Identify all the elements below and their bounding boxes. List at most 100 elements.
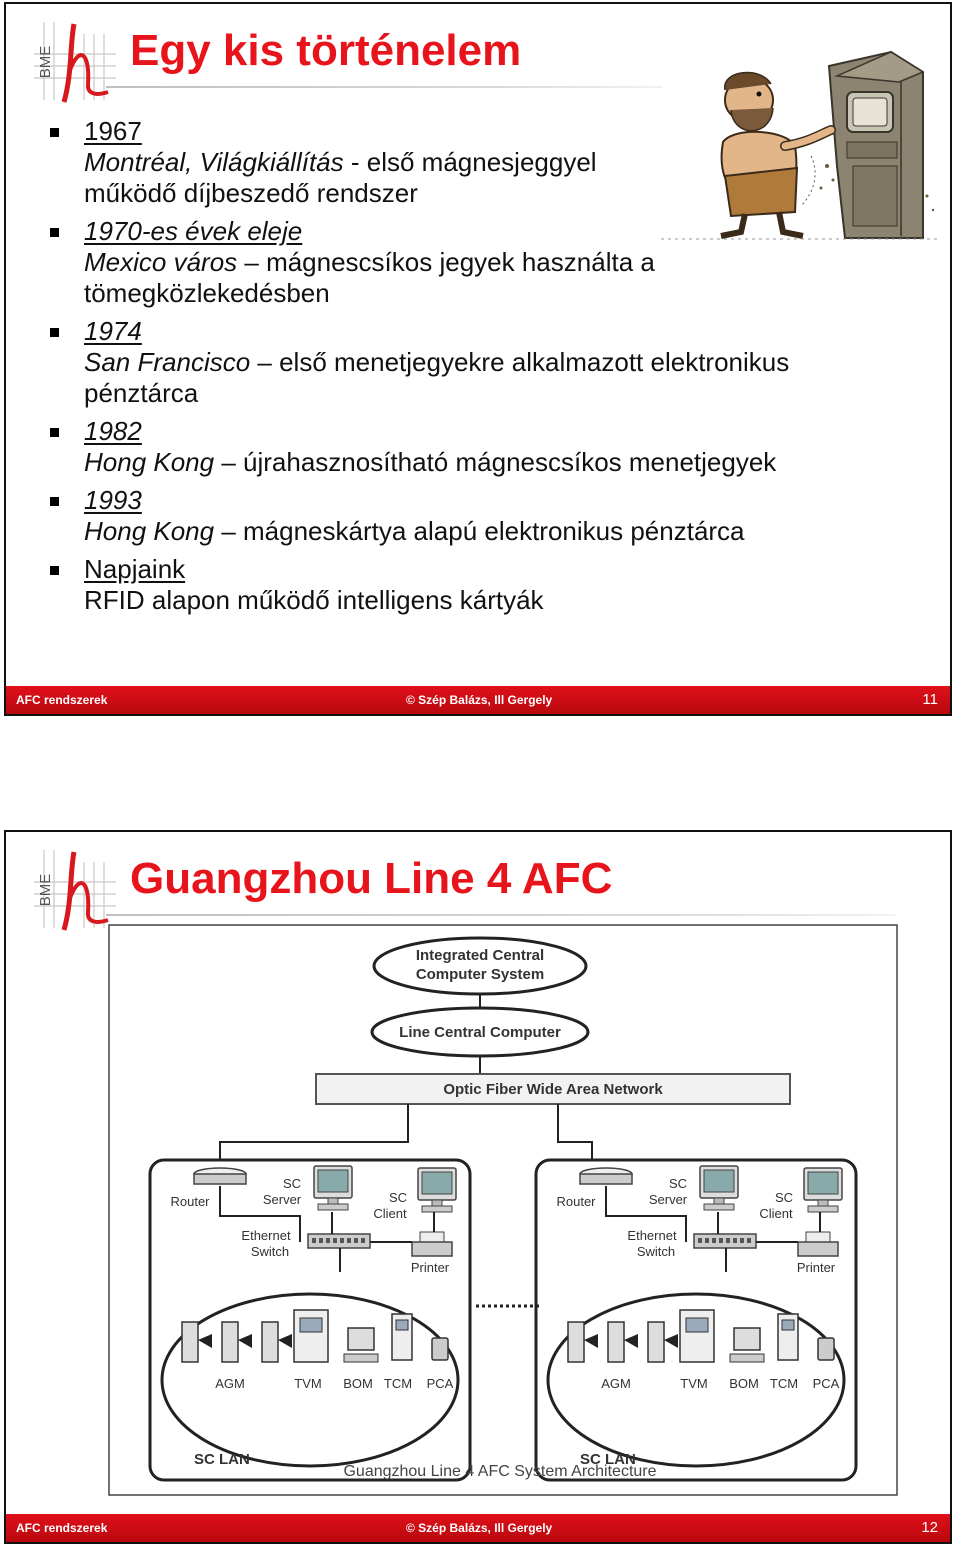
sc-client-label: Client — [759, 1206, 793, 1221]
bullet-square-icon — [50, 128, 59, 137]
afc-architecture-diagram: Integrated Central Computer System Line … — [108, 924, 898, 1496]
caveman-atm-illustration — [661, 50, 941, 240]
svg-text:BME: BME — [37, 46, 54, 79]
tvm-icon — [679, 1309, 715, 1363]
tvm-icon — [293, 1309, 329, 1363]
sc-client-label: Client — [373, 1206, 407, 1221]
history-text: működő díjbeszedő rendszer — [84, 178, 418, 208]
sc-server-icon — [699, 1165, 739, 1211]
sc-lan-label: SC LAN — [194, 1451, 250, 1468]
history-description-line: RFID alapon működő intelligens kártyák — [84, 585, 930, 616]
ethernet-switch-icon — [307, 1233, 371, 1249]
switch-label: Ethernet — [627, 1228, 677, 1243]
slide-title: Egy kis történelem — [130, 26, 522, 75]
history-text: – újrahasznosítható mágnescsíkos menetje… — [214, 447, 777, 477]
router-label: Router — [170, 1194, 210, 1209]
sc-server-label: SC — [669, 1176, 687, 1191]
history-description-line: pénztárca — [84, 378, 930, 409]
bullet-square-icon — [50, 428, 59, 437]
device-label: TVM — [680, 1376, 707, 1391]
footer-authors: © Szép Balázs, Ill Gergely — [406, 693, 553, 707]
device-label: AGM — [215, 1376, 245, 1391]
device-label: AGM — [601, 1376, 631, 1391]
ethernet-switch-icon — [693, 1233, 757, 1249]
history-description-line: működő díjbeszedő rendszer — [84, 178, 930, 209]
footer-authors: © Szép Balázs, Ill Gergely — [406, 1521, 553, 1535]
history-text: tömegközlekedésben — [84, 278, 330, 308]
history-description-line: Montréal, Világkiállítás - első mágnesje… — [84, 147, 930, 178]
sc-client-label: SC — [775, 1190, 793, 1205]
device-label: TCM — [770, 1376, 798, 1391]
sc-server-label: SC — [283, 1176, 301, 1191]
pca-icon — [431, 1337, 449, 1361]
history-year: 1970-es évek eleje — [84, 216, 303, 246]
page-number: 12 — [921, 1519, 938, 1536]
bullet-square-icon — [50, 497, 59, 506]
bullet-square-icon — [50, 228, 59, 237]
sc-server-icon — [313, 1165, 353, 1211]
diagram-caption: Guangzhou Line 4 AFC System Architecture — [343, 1463, 656, 1480]
device-label: TVM — [294, 1376, 321, 1391]
device-label: PCA — [813, 1376, 840, 1391]
agm-gates-icon — [181, 1321, 292, 1363]
history-year: 1982 — [84, 416, 142, 446]
iccs-label-1: Integrated Central — [416, 947, 544, 964]
bme-logo-icon: BME — [34, 22, 116, 103]
history-place: San Francisco — [84, 347, 251, 377]
sc-server-label: Server — [649, 1192, 688, 1207]
history-place: Hong Kong — [84, 447, 215, 477]
bullet-square-icon — [50, 328, 59, 337]
footer-course: AFC rendszerek — [16, 693, 108, 707]
history-place: Montréal, Világkiállítás — [84, 147, 344, 177]
svg-text:BME: BME — [37, 874, 54, 907]
history-place: Mexico város — [84, 247, 238, 277]
sc-lan-label: SC LAN — [580, 1451, 636, 1468]
agm-gates-icon — [567, 1321, 678, 1363]
device-label: BOM — [343, 1376, 373, 1391]
page-number: 11 — [922, 691, 938, 708]
iccs-label-2: Computer System — [416, 966, 544, 983]
footer: AFC rendszerek © Szép Balázs, Ill Gergel… — [6, 686, 950, 714]
history-description-line: San Francisco – első menetjegyekre alkal… — [84, 347, 930, 378]
history-text: - első mágnesjeggyel — [343, 147, 597, 177]
bom-icon — [729, 1327, 765, 1363]
bme-logo-icon: BME — [34, 850, 116, 931]
router-icon — [193, 1167, 247, 1185]
history-place: Hong Kong — [84, 516, 215, 546]
printer-label: Printer — [411, 1260, 450, 1275]
history-year: 1993 — [84, 485, 142, 515]
bullet-square-icon — [50, 566, 59, 575]
history-description-line: tömegközlekedésben — [84, 278, 930, 309]
history-text: pénztárca — [84, 378, 199, 408]
sc-client-label: SC — [389, 1190, 407, 1205]
slide-title: Guangzhou Line 4 AFC — [130, 854, 613, 903]
switch-label: Ethernet — [241, 1228, 291, 1243]
sc-server-label: Server — [263, 1192, 302, 1207]
history-text: – mágneskártya alapú elektronikus pénztá… — [214, 516, 745, 546]
printer-icon — [411, 1231, 453, 1257]
pca-icon — [817, 1337, 835, 1361]
tcm-icon — [391, 1313, 413, 1361]
device-label: TCM — [384, 1376, 412, 1391]
history-year: Napjaink — [84, 554, 186, 584]
title-rule — [106, 86, 662, 88]
lcc-label: Line Central Computer — [399, 1024, 561, 1041]
printer-icon — [797, 1231, 839, 1257]
wan-bar — [315, 1073, 791, 1105]
printer-label: Printer — [797, 1260, 836, 1275]
history-description-line: Hong Kong – újrahasznosítható mágnescsík… — [84, 447, 930, 478]
history-text: RFID alapon működő intelligens kártyák — [84, 585, 544, 615]
sc-client-icon — [417, 1167, 457, 1213]
switch-label: Switch — [637, 1244, 675, 1259]
slide-guangzhou: BME Guangzhou Line 4 AFC Integrated Cent… — [4, 830, 952, 1544]
bom-icon — [343, 1327, 379, 1363]
title-rule — [106, 914, 896, 916]
history-text: – mágnescsíkos jegyek használta a — [237, 247, 655, 277]
